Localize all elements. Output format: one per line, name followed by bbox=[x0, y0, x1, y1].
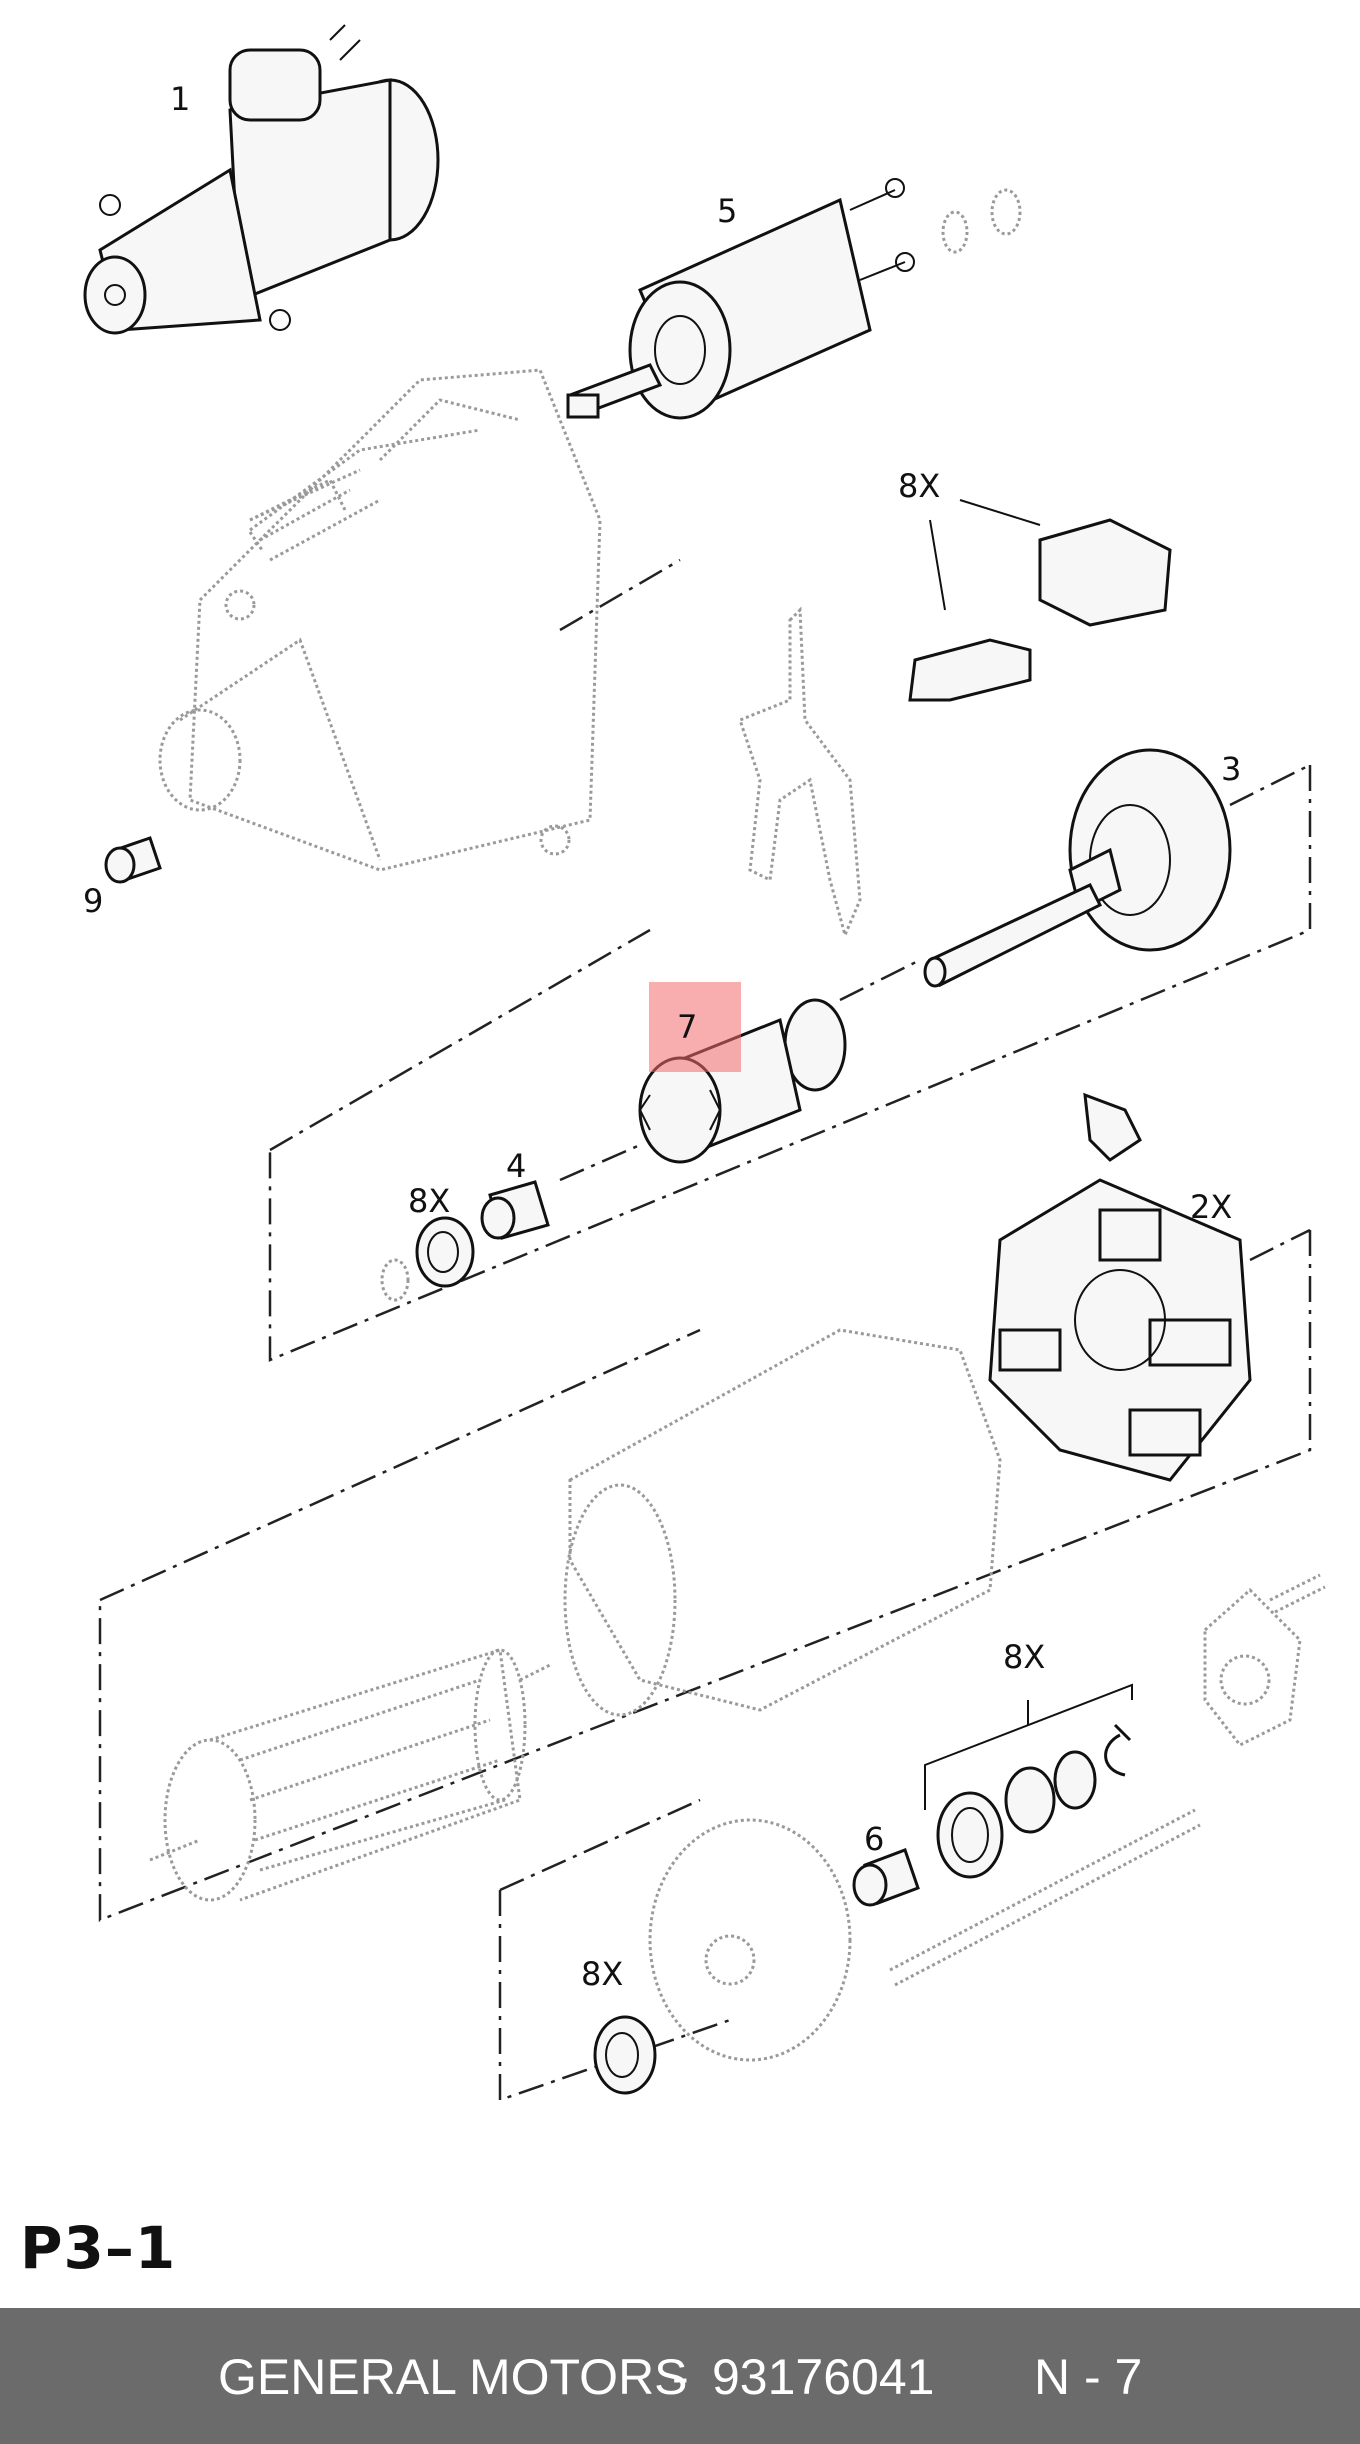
callout-9: 9 bbox=[83, 882, 103, 920]
brush-holder bbox=[988, 1092, 1252, 1482]
callout-4: 4 bbox=[506, 1147, 526, 1185]
through-bolt bbox=[889, 1808, 1201, 1987]
solenoid bbox=[566, 178, 915, 420]
callout-1: 1 bbox=[170, 80, 190, 118]
circlip bbox=[1104, 1723, 1132, 1777]
footer-brand: GENERAL MOTORS bbox=[218, 2349, 688, 2405]
commutator-end-bracket bbox=[1203, 1587, 1302, 1747]
seal-8x bbox=[593, 2015, 657, 2095]
shift-lever-outline bbox=[738, 606, 862, 940]
starter-assembly bbox=[83, 24, 440, 335]
rings-bracket bbox=[924, 1683, 1133, 1810]
axis-line bbox=[559, 558, 921, 1182]
footer-reference: N - 7 bbox=[1034, 2349, 1143, 2405]
bushing-4 bbox=[480, 1180, 550, 1240]
ring bbox=[936, 1791, 1004, 1879]
drive-end-housing-outline bbox=[158, 368, 602, 872]
callout-3: 3 bbox=[1221, 750, 1241, 788]
drive-shaft-assembly bbox=[923, 748, 1232, 988]
callout-7: 7 bbox=[677, 1008, 697, 1046]
page-code: P3–1 bbox=[20, 2214, 177, 2282]
callout-8x-bushing: 8X bbox=[408, 1182, 450, 1220]
armature bbox=[149, 1648, 551, 1902]
assembly-boundary bbox=[98, 1228, 1312, 1922]
bolt-outline bbox=[248, 488, 351, 551]
washer-8x bbox=[380, 1258, 410, 1302]
callout-5: 5 bbox=[717, 192, 737, 230]
callout-8x-rings: 8X bbox=[1003, 1638, 1045, 1676]
highlight-box bbox=[649, 982, 741, 1072]
footer-bar: GENERAL MOTORS - 93176041 N - 7 bbox=[0, 2308, 1360, 2444]
callout-8x-seal: 8X bbox=[581, 1955, 623, 1993]
stator-housing-outline bbox=[563, 1328, 1002, 1717]
footer-separator: - bbox=[672, 2349, 689, 2405]
bushing-6 bbox=[852, 1848, 920, 1907]
callout-2x: 2X bbox=[1190, 1188, 1232, 1226]
exploded-parts-diagram: 1 5 8X 3 9 7 4 8X 2X 8X 6 8X bbox=[83, 24, 1326, 2102]
screw bbox=[1269, 1573, 1326, 1614]
washer-small bbox=[990, 188, 1022, 236]
callout-8x-terminals: 8X bbox=[898, 467, 940, 505]
bushing-8x bbox=[415, 1216, 475, 1288]
bushing-9 bbox=[104, 836, 162, 884]
ring bbox=[1004, 1766, 1056, 1834]
ring bbox=[1053, 1750, 1097, 1810]
ring bbox=[951, 1807, 989, 1863]
footer-part-number: 93176041 bbox=[712, 2349, 935, 2405]
washer-small bbox=[941, 210, 969, 254]
assembly-boundary bbox=[268, 763, 1312, 1362]
callout-6: 6 bbox=[864, 1820, 884, 1858]
end-plate-outline bbox=[648, 1818, 852, 2062]
terminal-connectors bbox=[908, 499, 1172, 702]
